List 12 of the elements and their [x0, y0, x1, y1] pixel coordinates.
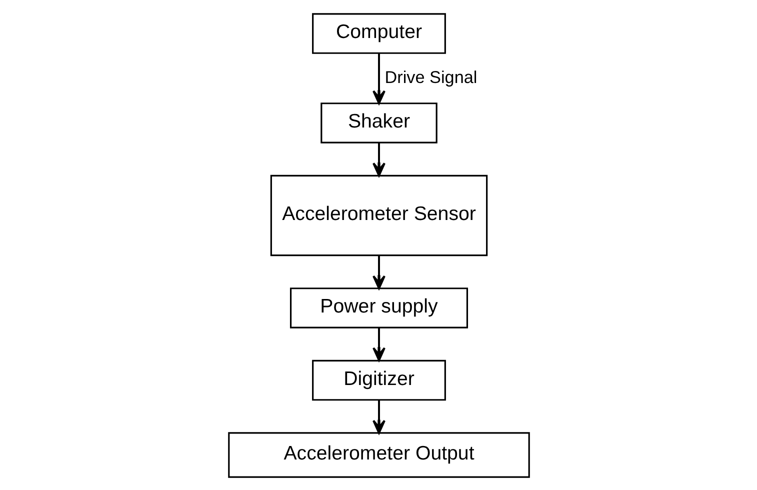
arrow — [372, 400, 385, 434]
arrow — [372, 254, 385, 289]
node-box: Digitizer — [312, 359, 446, 400]
node-box: Accelerometer Sensor — [270, 174, 488, 256]
node-box: Accelerometer Output — [228, 432, 530, 478]
arrow — [372, 52, 385, 104]
arrow — [372, 142, 385, 176]
arrow — [372, 327, 385, 361]
node-box: Shaker — [320, 102, 437, 143]
node-box: Power supply — [289, 287, 468, 328]
edge-label: Drive Signal — [384, 66, 477, 86]
node-box: Computer — [312, 12, 446, 54]
